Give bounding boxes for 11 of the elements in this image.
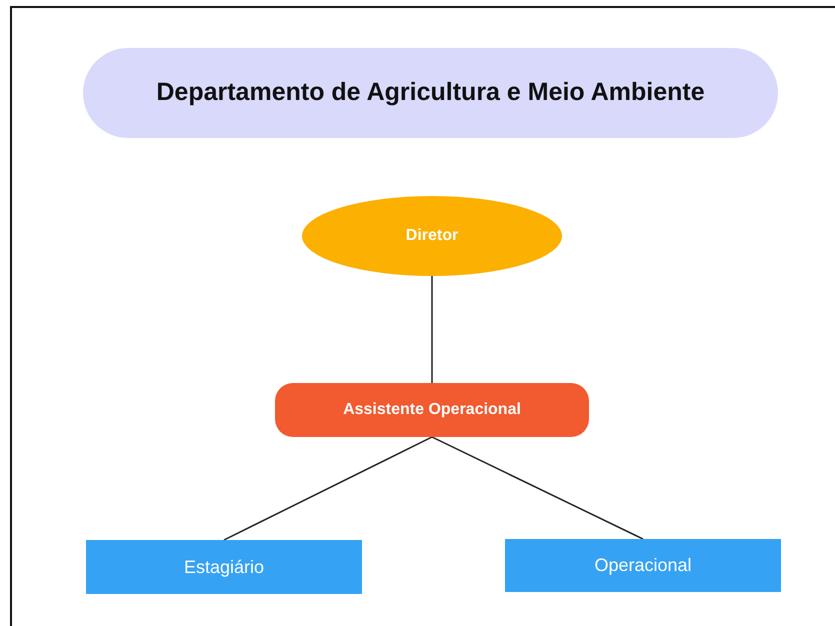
node-label: Operacional [594,554,692,577]
connector-line [224,436,432,541]
role-box [505,539,781,592]
node-label: Estagiário [184,556,264,578]
node-label: Assistente Operacional [343,400,521,420]
connector-line [431,276,433,383]
role-box [86,540,362,594]
role-box [275,383,589,437]
node-label: Diretor [406,226,458,246]
connector-line [432,436,644,540]
node-label: Departamento de Agricultura e Meio Ambiente [156,77,705,108]
